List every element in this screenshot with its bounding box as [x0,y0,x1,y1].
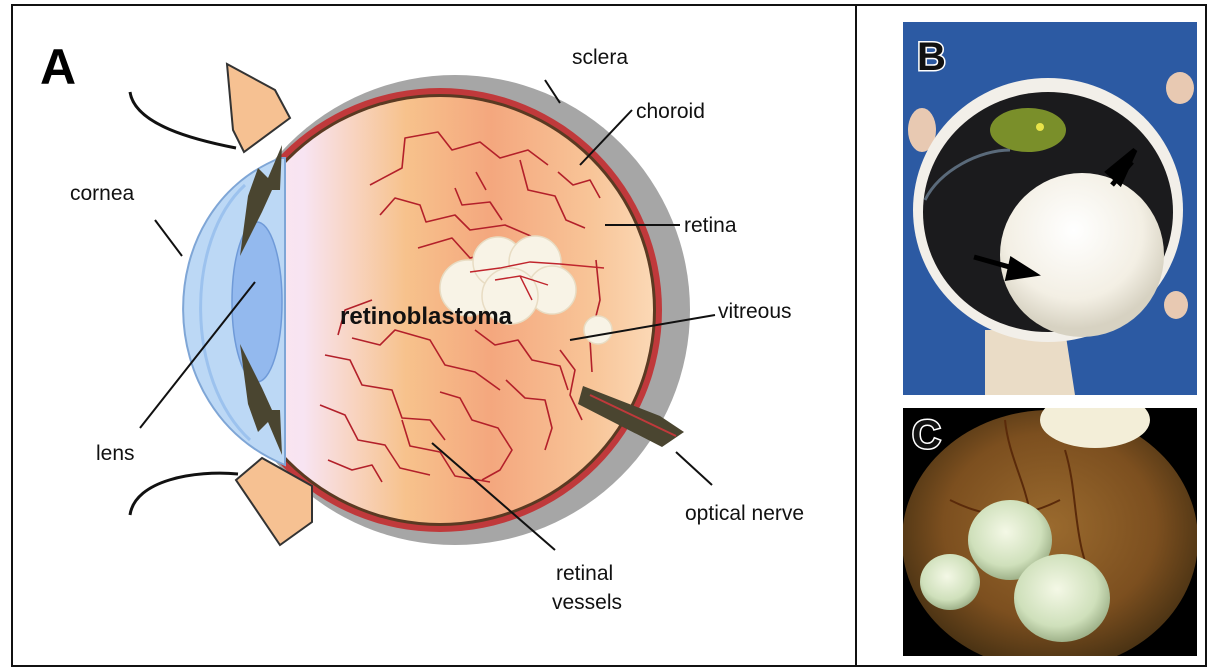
upper-eyelid [227,64,290,152]
photo-c-tumor [1014,554,1110,642]
panel-b-photo: B [903,22,1197,395]
label-retinal-vessels-line2: vessels [552,591,622,614]
photo-c-tumor [1040,392,1150,448]
label-cornea: cornea [70,182,135,205]
leader-optical-nerve [676,452,712,485]
photo-b-lens [990,108,1066,152]
photo-b-tumor [1000,173,1164,337]
panel-a-eye-diagram: A [40,39,804,614]
photo-c-tumor [920,554,980,610]
upper-eyelash-curve [130,92,236,148]
label-lens: lens [96,442,135,465]
label-retina: retina [684,214,737,237]
panel-c-photo: C [902,392,1198,670]
panel-b-letter: B [917,35,946,79]
photo-b-lens-highlight [1036,123,1044,131]
leader-cornea [155,220,182,256]
label-sclera: sclera [572,46,628,69]
label-choroid: choroid [636,100,705,123]
label-retinoblastoma: retinoblastoma [340,303,513,330]
label-vitreous: vitreous [718,300,792,323]
label-retinal-vessels-line1: retinal [556,562,613,585]
photo-b-tissue [1164,291,1188,319]
panel-a-letter: A [40,39,76,95]
photo-b-tissue [1166,72,1194,104]
lower-eyelash-curve [130,473,238,515]
tumor-lobe [584,316,612,344]
panel-c-letter: C [912,413,941,457]
label-optical-nerve: optical nerve [685,502,804,525]
